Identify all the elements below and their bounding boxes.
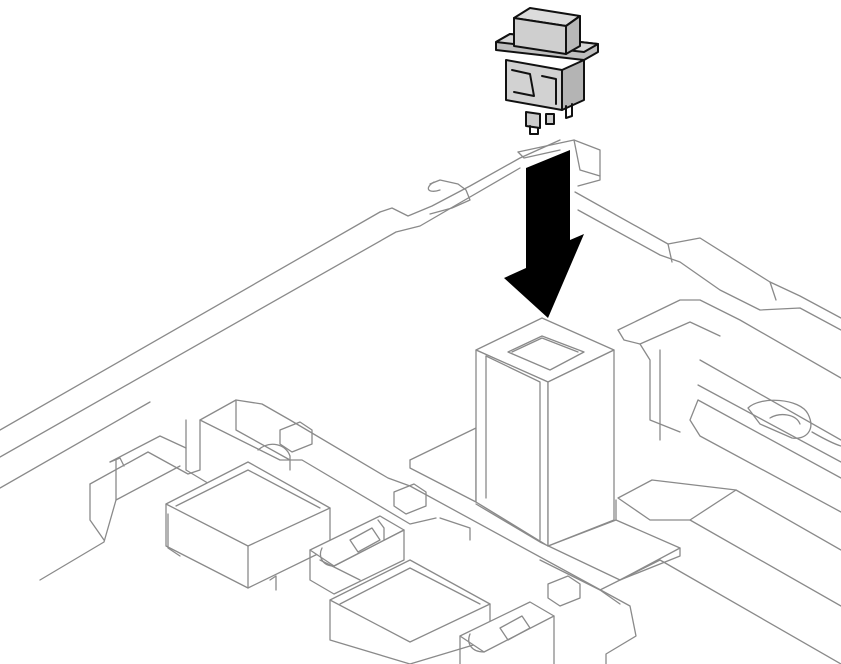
install-arrow (504, 150, 584, 318)
down-arrow-icon (504, 150, 584, 318)
holder-bracket (409, 317, 681, 581)
switch-module (495, 7, 599, 135)
chassis-tray (0, 139, 841, 664)
fan-assembly (39, 399, 637, 664)
